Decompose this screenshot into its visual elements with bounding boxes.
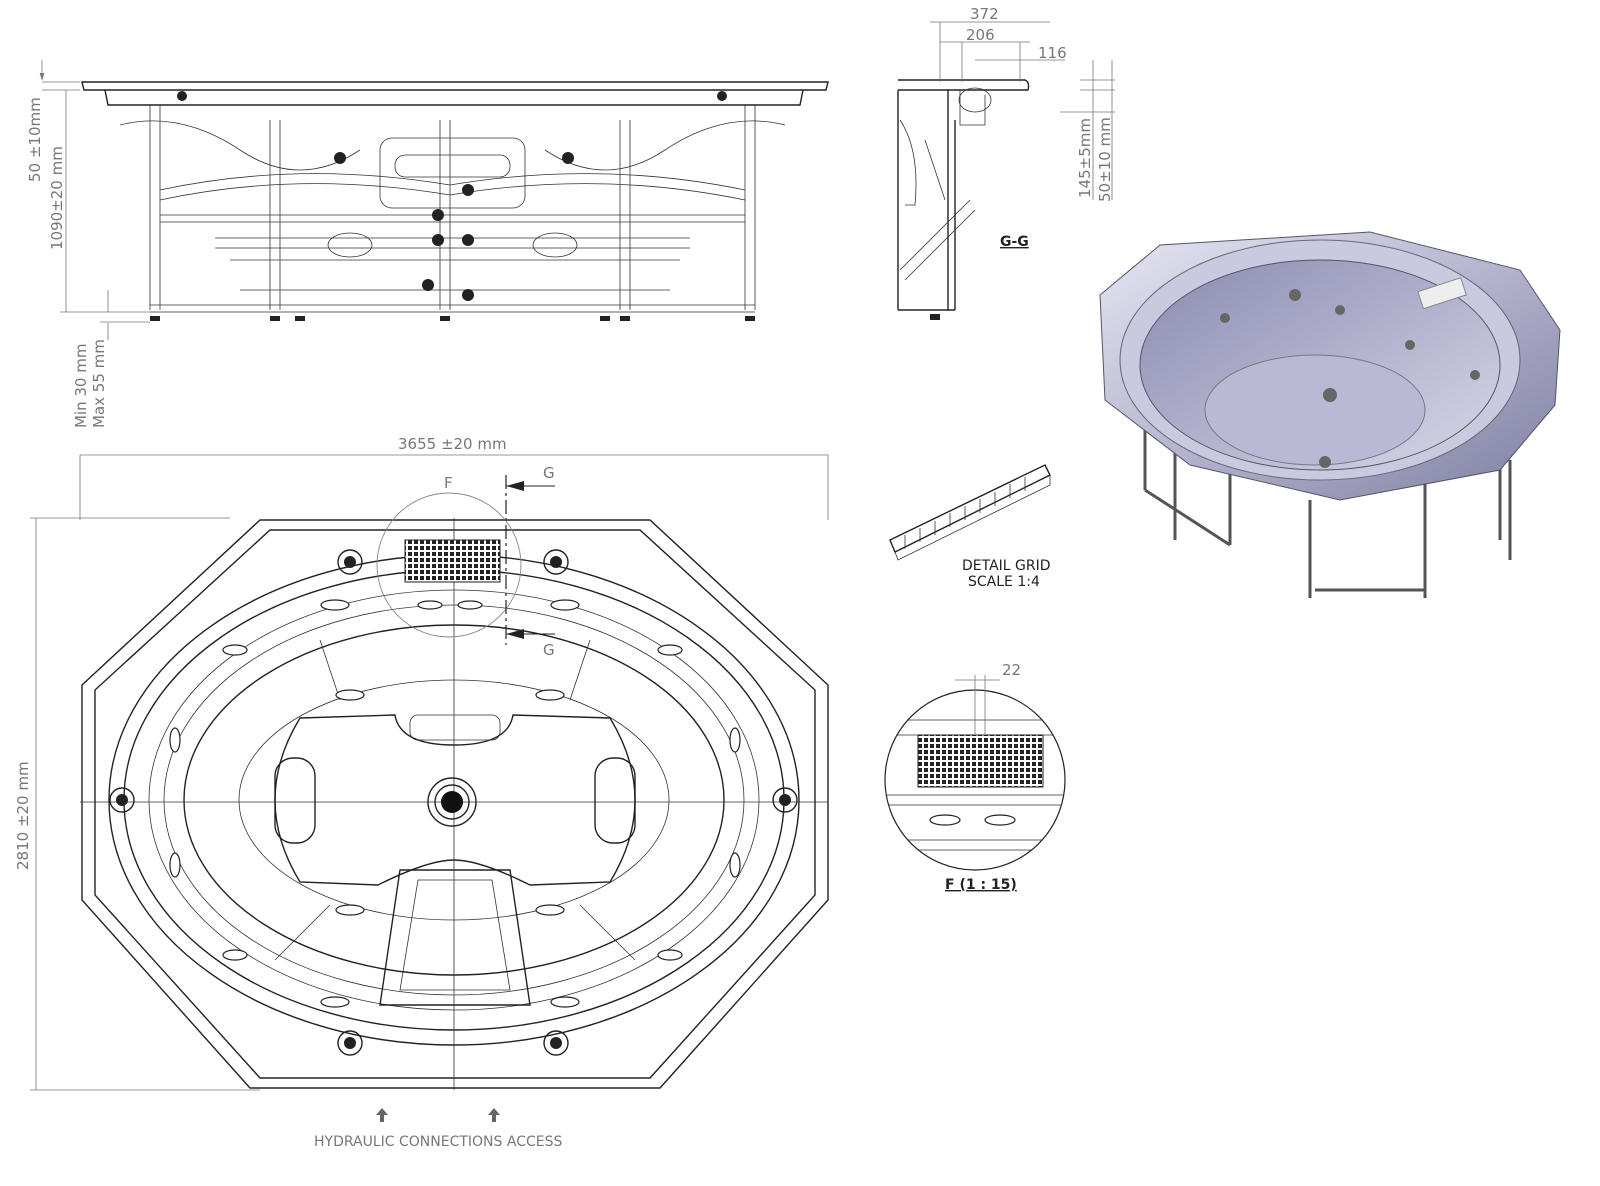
detail-grid-title: DETAIL GRID: [962, 558, 1051, 574]
detail-f-marker: F: [444, 474, 453, 492]
access-arrow-icons: [376, 1108, 500, 1122]
section-view-g-g: 372 206 116 145±5mm 50±10 mm G-G: [897, 5, 1115, 320]
detail-f-view: 22 F (1 : 15): [884, 661, 1066, 893]
plan-view: 3655 ±20 mm 2810 ±20 mm: [14, 435, 829, 1150]
detail-grid-view: DETAIL GRID SCALE 1:4: [889, 464, 1051, 590]
length-dimension: 3655 ±20 mm: [398, 435, 507, 453]
hydraulic-access-label: HYDRAULIC CONNECTIONS ACCESS: [314, 1134, 562, 1150]
rim-height-dimension: 50 ±10mm: [26, 97, 44, 182]
feet-max-dimension: Max 55 mm: [90, 339, 108, 428]
isometric-render: [1099, 231, 1561, 598]
filter-grid: [404, 539, 501, 583]
dimension-50: 50±10 mm: [1096, 117, 1114, 202]
dimension-372: 372: [970, 5, 999, 23]
dimension-116: 116: [1038, 44, 1067, 62]
section-label-g-g: G-G: [1000, 234, 1029, 250]
dimension-206: 206: [966, 26, 995, 44]
feet-min-dimension: Min 30 mm: [72, 344, 90, 428]
detail-f-label: F (1 : 15): [945, 877, 1017, 893]
detail-grid-scale: SCALE 1:4: [968, 574, 1040, 590]
side-elevation-view: 50 ±10mm 1090±20 mm Min 30 mm Max 55 mm: [26, 60, 829, 428]
section-cut-marker-bottom: G: [543, 641, 555, 659]
total-height-dimension: 1090±20 mm: [48, 146, 66, 250]
dimension-145: 145±5mm: [1076, 118, 1094, 198]
section-cut-marker-top: G: [543, 464, 555, 482]
grid-gap-dimension: 22: [1002, 661, 1021, 679]
width-dimension: 2810 ±20 mm: [14, 761, 32, 870]
